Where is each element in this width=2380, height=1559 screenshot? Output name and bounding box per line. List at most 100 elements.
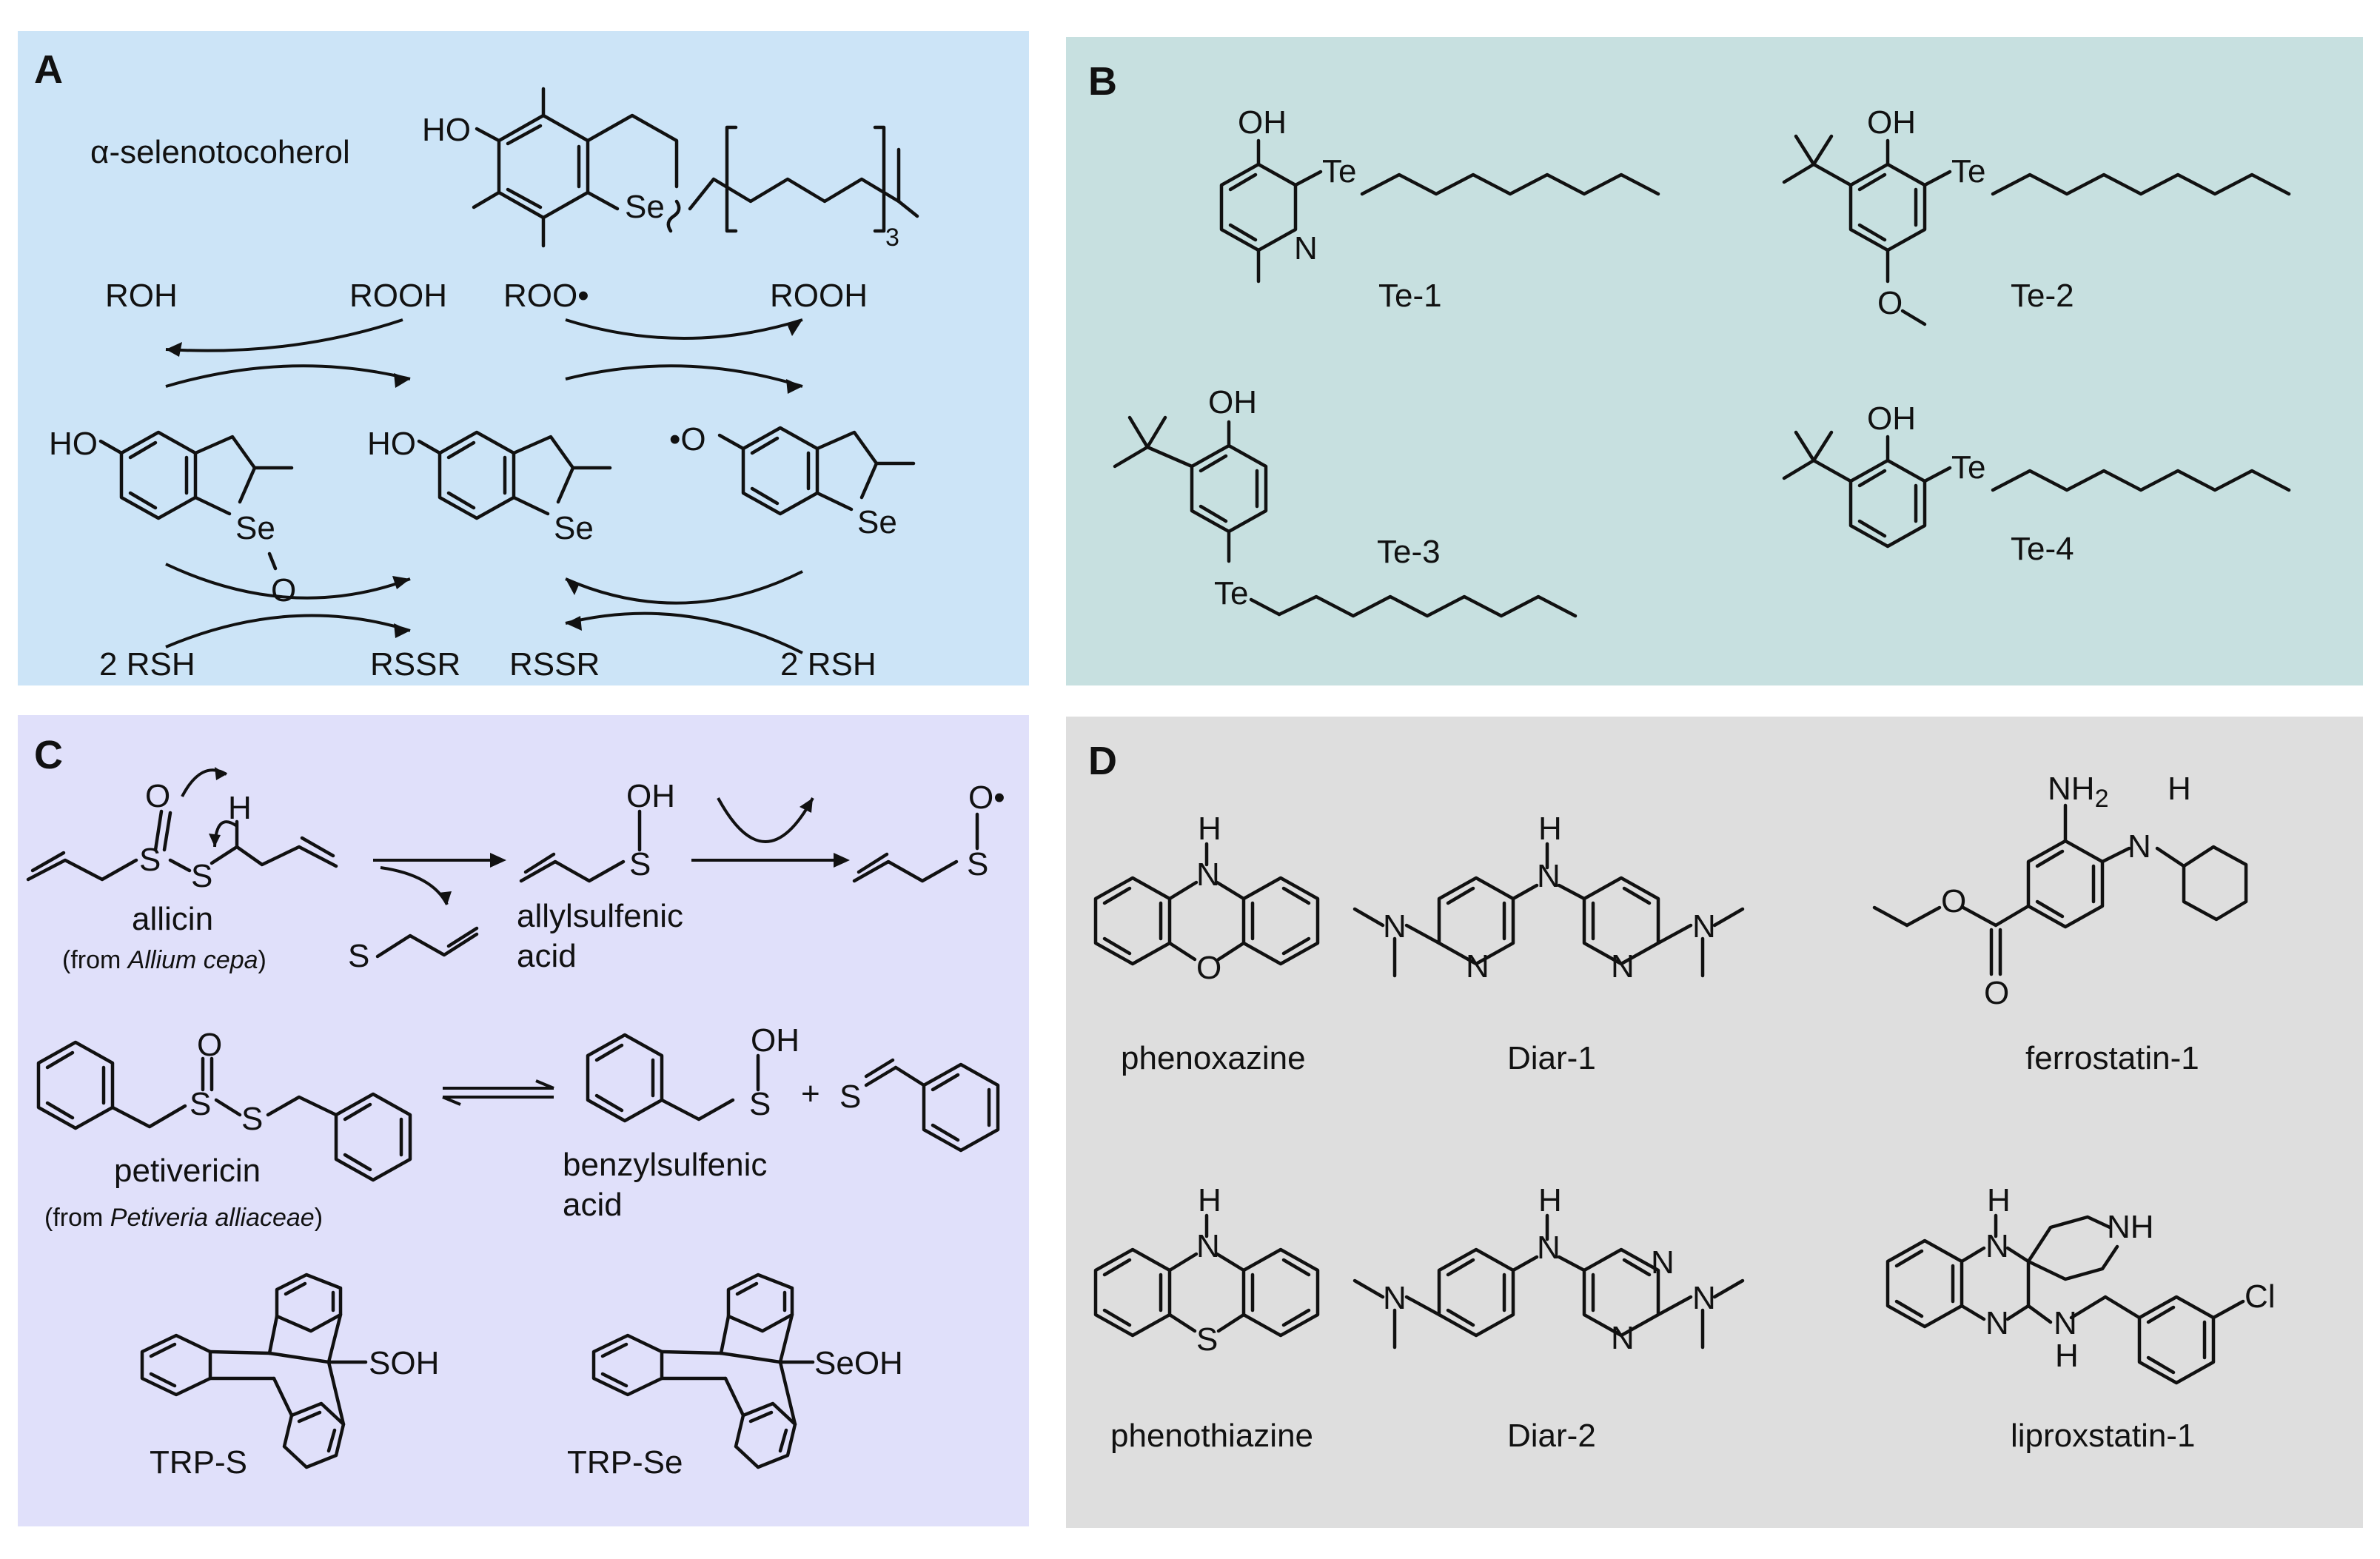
liproxstatin-cl: Cl [2245,1278,2276,1315]
liproxstatin1-structure [1885,1213,2245,1385]
radical-s: S [967,846,988,882]
diar2-h: H [1538,1182,1562,1218]
benzylsulfenic-line2: acid [563,1187,623,1223]
selenoxide-structure [98,430,294,571]
ferrostatin-o-ester: O [1941,883,1966,919]
allylsulfenic-s: S [629,846,651,882]
ferrostatin-n: N [2128,828,2151,865]
trp-s-structure [140,1273,368,1469]
liproxstatin-h-amine: H [2055,1338,2079,1374]
liproxstatin-n-bottom: N [1985,1305,2009,1341]
te4-te: Te [1951,449,1985,486]
panel-a-letter: A [34,47,63,92]
allicin-s2: S [191,858,212,894]
diar2-n-ring2: N [1611,1320,1635,1356]
panel-c-letter: C [34,733,63,777]
trp-s-name: TRP-S [150,1444,247,1481]
phenothiazine-h: H [1198,1182,1221,1218]
panel-c: C O S S H allicin (from Allium cepa) S O… [18,715,1029,1526]
label-ho: HO [422,112,471,148]
te2-te: Te [1951,153,1985,190]
selenotocopherol-structure [472,87,919,248]
te1-oh: OH [1238,104,1287,141]
plus-sign: + [801,1076,820,1112]
diar1-n-left: N [1383,908,1407,945]
te1-n: N [1294,230,1318,266]
diar1-n-bridge: N [1537,858,1561,894]
label-roo-radical: ROO• [503,278,589,314]
diar2-name: Diar-2 [1507,1418,1596,1454]
liproxstatin-nh-ring: NH [2107,1209,2154,1245]
label-sub3: 3 [885,224,899,252]
redox-arrows-top [165,318,803,394]
allicin-source: (from Allium cepa) [62,946,267,974]
liproxstatin-n-amine: N [2054,1305,2077,1341]
panel-b-letter: B [1088,59,1117,104]
aryloxyl-radical-structure [717,426,916,516]
reaction-arrow-1 [373,853,506,905]
ferrostatin-o-carbonyl: O [1984,975,2009,1011]
allicin-s1: S [139,842,161,878]
te2-oh: OH [1867,104,1916,141]
diar2-n-left: N [1383,1280,1407,1316]
phenothiazine-s: S [1196,1321,1218,1358]
compound-name-selenotocopherol: α-selenotocoherol [90,134,350,170]
label-rooh-2: ROOH [770,278,868,314]
petivericin-s2: S [241,1101,263,1137]
panel-d-letter: D [1088,739,1117,783]
panel-d-scheme: D H N O phenoxazine H N N [1088,739,2276,1454]
te2-o: O [1877,285,1903,321]
petivericin-s1: S [190,1086,211,1122]
diar2-structure [1352,1213,1745,1350]
liproxstatin-h: H [1987,1182,2011,1218]
ferrostatin-h: H [2168,771,2191,807]
te4-name: Te-4 [2011,531,2074,567]
thiobenzaldehyde-structure [864,1058,1000,1153]
diar1-n-ring2: N [1611,948,1635,985]
benzylsulfenic-oh: OH [751,1022,800,1059]
label-rssr-1: RSSR [370,646,460,683]
diar1-h: H [1538,811,1562,847]
label-roh: ROH [105,278,178,314]
panel-c-scheme: C O S S H allicin (from Allium cepa) S O… [26,733,1005,1481]
petivericin-structure [36,1040,412,1182]
ferrostatin1-structure [1872,803,2248,976]
radical-o: O• [968,780,1005,816]
phenothiazine-structure [1093,1213,1320,1338]
selenide-structure [417,430,612,520]
label-ho-2: HO [367,426,416,462]
label-se-1: Se [235,510,275,546]
allylsulfenyl-radical-structure [852,812,979,883]
ferrostatin-name: ferrostatin-1 [2025,1040,2199,1076]
liproxstatin-n-top: N [1985,1228,2009,1264]
phenoxazine-structure [1093,842,1320,966]
te3-structure [1113,415,1578,618]
diar1-n-right: N [1692,908,1716,945]
label-ho-1: HO [49,426,98,462]
panel-a-scheme: A α-selenotocoherol HO Se 3 ROH ROOH ROO… [34,47,919,683]
trp-se-name: TRP-Se [567,1444,683,1481]
reaction-arrow-2 [691,797,850,868]
allicin-o: O [145,778,170,814]
phenoxazine-h: H [1198,811,1221,847]
label-se-3: Se [857,504,897,540]
label-o-radical: •O [669,421,706,457]
panel-a: A α-selenotocoherol HO Se 3 ROH ROOH ROO… [18,31,1029,685]
panel-b: B OH Te N Te-1 OH Te O Te-2 [1066,37,2363,685]
trp-se-group: SeOH [814,1345,903,1381]
allylsulfenic-oh: OH [626,778,675,814]
label-se: Se [625,189,665,225]
thiobenzaldehyde-s: S [839,1079,861,1115]
petivericin-source: (from Petiveria alliaceae) [44,1204,323,1232]
te3-oh: OH [1208,384,1257,420]
te1-structure [1219,138,1660,284]
allylsulfenic-acid-structure [519,809,642,883]
phenoxazine-name: phenoxazine [1121,1040,1306,1076]
te1-name: Te-1 [1378,278,1442,314]
diar1-name: Diar-1 [1507,1040,1596,1076]
te2-structure [1782,134,2291,326]
thioacrolein-structure [375,932,479,959]
benzylsulfenic-acid-structure [586,1033,760,1123]
phenothiazine-n: N [1196,1228,1220,1264]
allylsulfenic-line2: acid [517,938,577,974]
